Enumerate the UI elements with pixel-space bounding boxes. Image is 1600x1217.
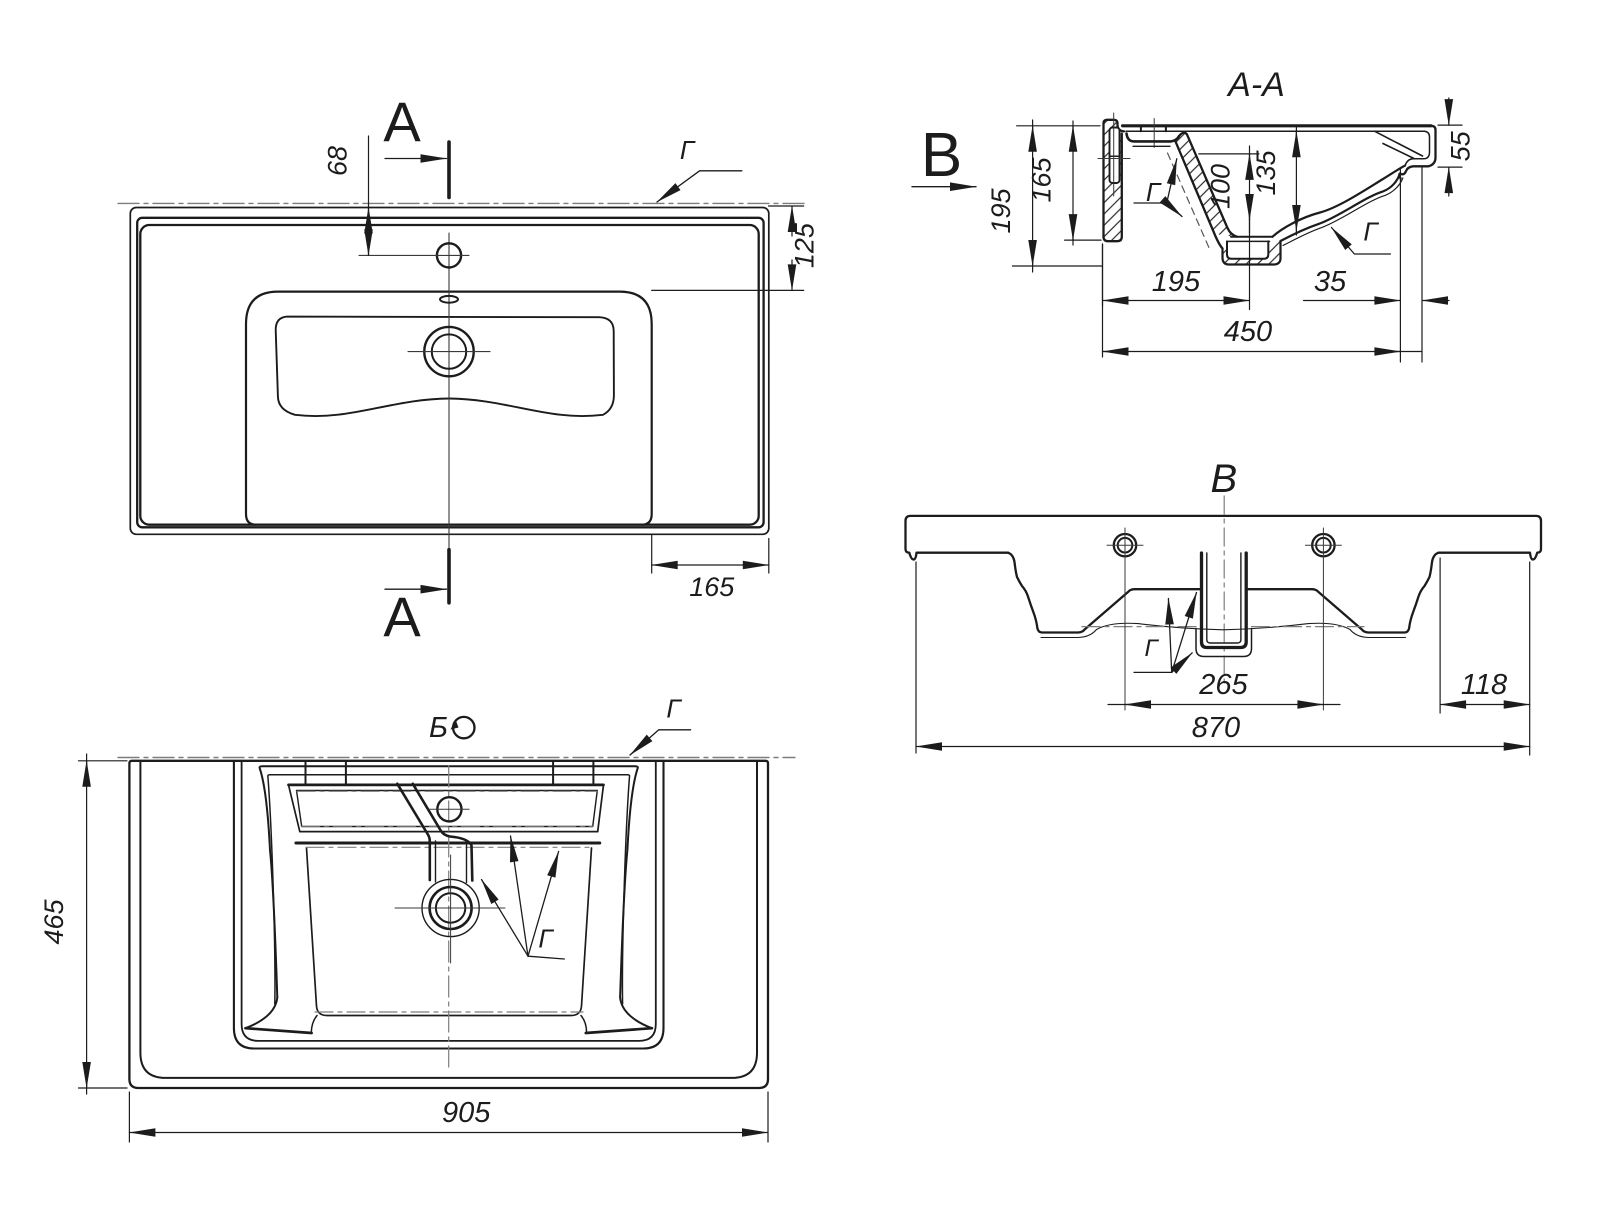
svg-text:Г: Г [680, 135, 696, 165]
svg-text:Г: Г [666, 694, 682, 724]
svg-text:165: 165 [1026, 156, 1056, 202]
svg-text:Б: Б [429, 712, 448, 744]
svg-text:В: В [1210, 457, 1237, 501]
svg-text:Г: Г [1363, 217, 1379, 247]
svg-text:35: 35 [1314, 266, 1347, 298]
svg-text:Г: Г [1144, 635, 1159, 662]
svg-text:100: 100 [1206, 164, 1236, 209]
svg-text:Г: Г [1146, 177, 1162, 207]
svg-text:Г: Г [538, 924, 554, 954]
svg-text:135: 135 [1251, 149, 1281, 195]
svg-text:68: 68 [323, 146, 353, 176]
svg-text:А-А: А-А [1226, 66, 1285, 104]
svg-text:195: 195 [1152, 266, 1201, 298]
svg-text:465: 465 [39, 898, 69, 944]
svg-text:195: 195 [986, 187, 1016, 233]
svg-text:A: A [383, 585, 421, 648]
svg-text:165: 165 [689, 572, 735, 602]
svg-text:905: 905 [442, 1097, 491, 1129]
svg-text:265: 265 [1198, 669, 1248, 701]
svg-text:A: A [383, 90, 421, 153]
svg-text:55: 55 [1446, 130, 1476, 161]
svg-text:В: В [921, 121, 962, 190]
svg-text:450: 450 [1224, 316, 1272, 348]
svg-text:125: 125 [790, 222, 820, 268]
svg-text:870: 870 [1192, 712, 1240, 744]
svg-text:118: 118 [1461, 669, 1507, 701]
